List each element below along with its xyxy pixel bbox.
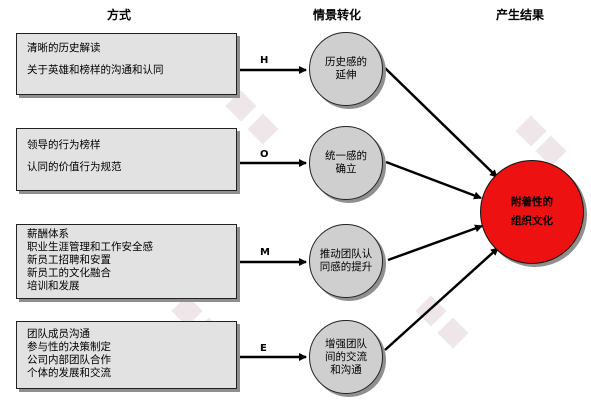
transform-circle-1: 历史感的 延伸 xyxy=(309,32,383,106)
arrow-c1-result xyxy=(384,67,498,178)
method-line: 个体的发展和交流 xyxy=(27,367,111,379)
result-line: 附着性的 xyxy=(511,196,553,208)
method-line: 关于英雄和榜样的沟通和认同 xyxy=(27,64,164,76)
circle-line: 和沟通 xyxy=(330,363,362,376)
letter-o: O xyxy=(260,149,269,160)
transform-circle-4: 增强团队 间的交流 和沟通 xyxy=(309,320,383,394)
method-box-2: 领导的行为榜样 认同的价值行为规范 xyxy=(16,128,237,191)
method-line: 公司内部团队合作 xyxy=(27,354,111,366)
arrow-c2-result xyxy=(385,160,482,200)
method-line: 新员工的文化融合 xyxy=(27,267,111,279)
letter-e: E xyxy=(260,343,267,354)
method-box-3: 薪酬体系 职业生涯管理和工作安全感 新员工招聘和安置 新员工的文化融合 培训和发… xyxy=(16,224,237,299)
circle-line: 确立 xyxy=(335,163,357,175)
method-line: 认同的价值行为规范 xyxy=(27,161,122,173)
result-circle: 附着性的 组织文化 xyxy=(480,160,584,264)
method-box-4: 团队成员沟通 参与性的决策制定 公司内部团队合作 个体的发展和交流 xyxy=(16,321,237,389)
method-line: 职业生涯管理和工作安全感 xyxy=(27,241,153,253)
circle-line: 推动团队认 xyxy=(319,248,373,260)
method-line: 团队成员沟通 xyxy=(27,328,90,340)
header-result: 产生结果 xyxy=(496,8,545,22)
header-transformation: 情景转化 xyxy=(313,8,362,22)
circle-line: 历史感的 xyxy=(325,56,367,68)
method-line: 清晰的历史解读 xyxy=(27,42,101,54)
method-box-1: 清晰的历史解读 关于英雄和榜样的沟通和认同 xyxy=(16,33,237,95)
circle-line: 间的交流 xyxy=(325,350,367,363)
method-line: 新员工招聘和安置 xyxy=(27,254,111,266)
circle-line: 同感的提升 xyxy=(319,261,373,273)
transform-circle-3: 推动团队认 同感的提升 xyxy=(309,224,383,298)
method-line: 薪酬体系 xyxy=(27,228,69,240)
letter-h: H xyxy=(260,55,269,66)
circle-line: 统一感的 xyxy=(325,150,367,162)
arrow-c4-result xyxy=(384,247,499,351)
method-line: 领导的行为榜样 xyxy=(27,139,101,151)
transform-circle-2: 统一感的 确立 xyxy=(309,126,383,200)
header-methods: 方式 xyxy=(107,8,132,22)
method-line: 培训和发展 xyxy=(27,280,80,292)
method-line: 参与性的决策制定 xyxy=(27,341,111,353)
circle-line: 增强团队 xyxy=(325,337,367,350)
arrow-c3-result xyxy=(387,224,483,262)
letter-m: M xyxy=(260,247,270,258)
circle-line: 延伸 xyxy=(335,69,357,81)
result-line: 组织文化 xyxy=(511,215,553,227)
